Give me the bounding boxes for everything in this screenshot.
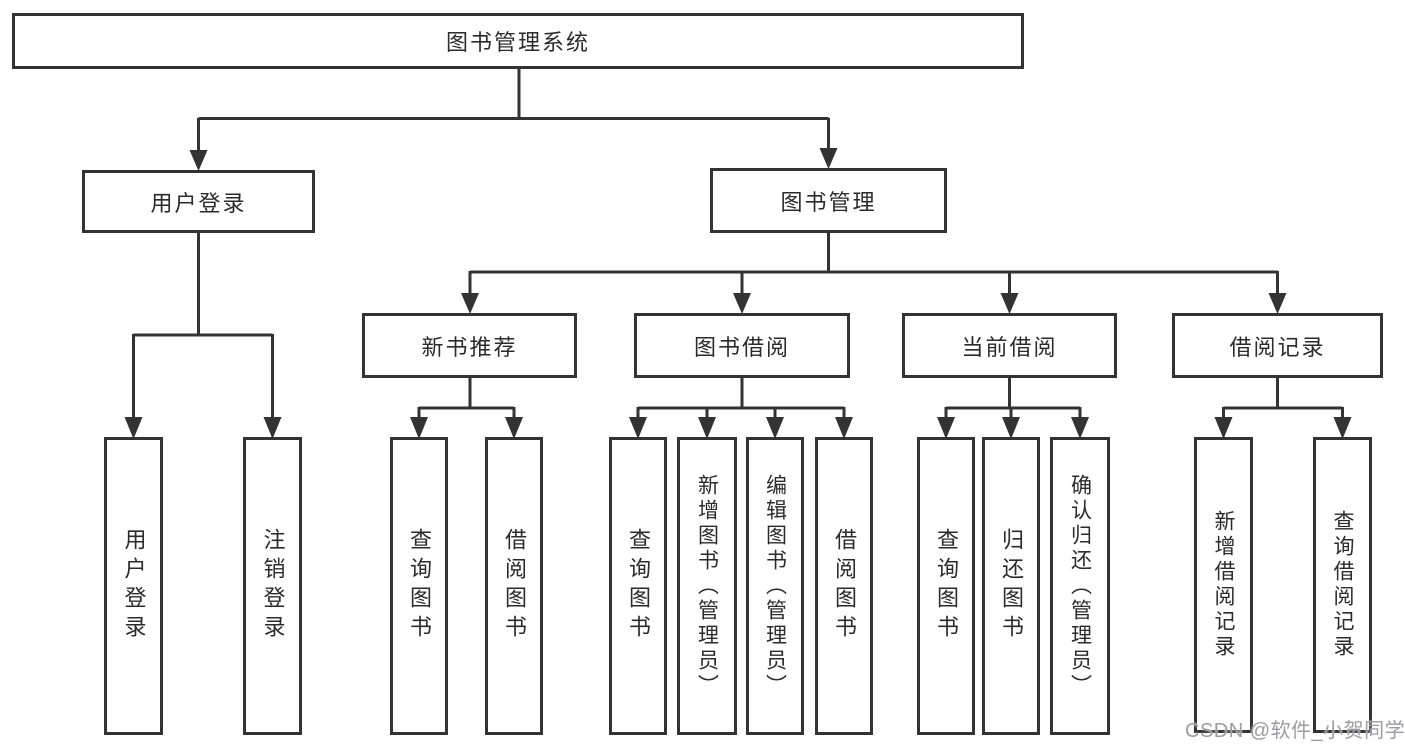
leaf-edit-book-admin: 编辑图书（管理员） (746, 437, 804, 735)
leaf-borrow-book-under-book-borrow: 借阅图书 (815, 437, 873, 735)
node-current-borrowing: 当前借阅 (902, 313, 1117, 378)
leaf-return-book: 归还图书 (982, 437, 1040, 735)
connector-current-borrow-to-leaves (944, 378, 1082, 418)
arrowheads-leaves (124, 417, 1352, 439)
leaf-user-login: 用户登录 (104, 437, 163, 735)
leaf-add-borrow-record: 新增借阅记录 (1194, 437, 1253, 733)
csdn-watermark: CSDN @软件_小贺同学 (1185, 720, 1405, 742)
node-new-book-recommendation: 新书推荐 (362, 313, 577, 378)
leaf-query-borrow-record: 查询借阅记录 (1313, 437, 1372, 733)
leaf-logout: 注销登录 (243, 437, 302, 735)
leaf-query-book-under-book-borrow: 查询图书 (609, 437, 667, 735)
connector-book-mgmt-to-level3 (468, 233, 1279, 294)
connector-user-login-to-leaves (132, 233, 274, 418)
node-user-login: 用户登录 (82, 170, 315, 233)
connector-book-borrow-to-leaves (636, 378, 846, 418)
leaf-query-book-under-new-book: 查询图书 (390, 437, 448, 735)
connector-root-to-level2 (197, 69, 830, 151)
leaf-query-book-under-current-borrow: 查询图书 (917, 437, 975, 735)
node-book-borrowing: 图书借阅 (634, 313, 850, 378)
connector-new-book-to-leaves (417, 378, 516, 418)
arrowheads-level3 (461, 293, 1287, 314)
node-borrowing-records: 借阅记录 (1172, 313, 1383, 378)
leaf-borrow-book-under-new-book: 借阅图书 (485, 437, 543, 735)
node-book-management: 图书管理 (710, 168, 947, 233)
node-library-management-system: 图书管理系统 (12, 13, 1024, 69)
connector-borrow-record-to-leaves (1222, 378, 1344, 418)
leaf-confirm-return-admin: 确认归还（管理员） (1050, 437, 1110, 735)
leaf-add-book-admin: 新增图书（管理员） (677, 437, 737, 735)
